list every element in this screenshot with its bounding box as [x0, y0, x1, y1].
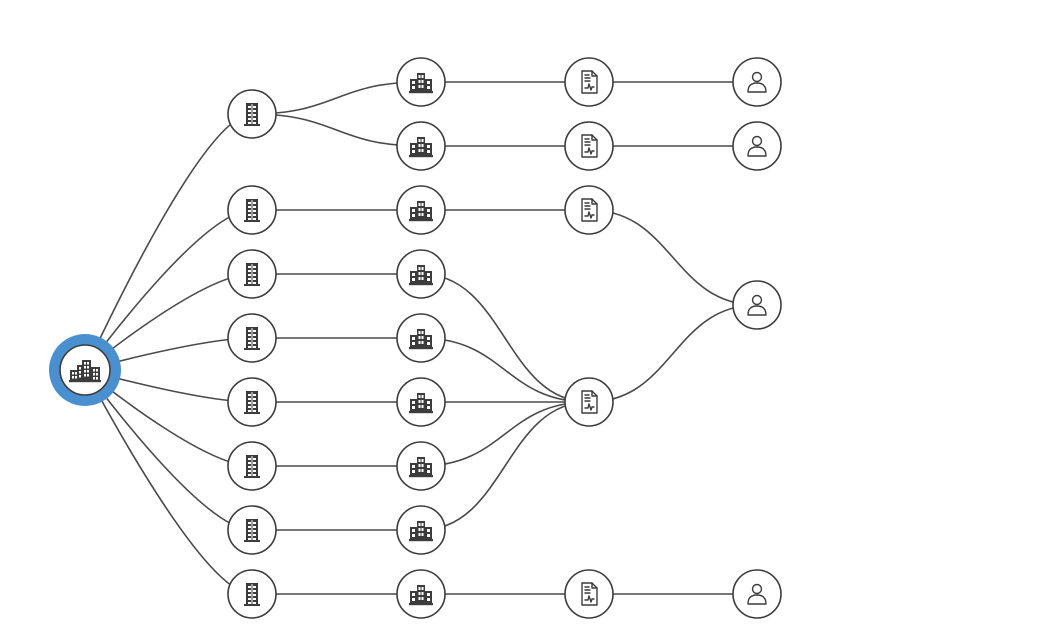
node-f7[interactable] — [396, 441, 446, 491]
node-d5[interactable] — [564, 569, 614, 619]
node-f3[interactable] — [396, 185, 446, 235]
facility-building-icon — [409, 457, 433, 478]
facility-building-icon — [409, 585, 433, 606]
office-building-icon — [244, 455, 260, 478]
edge-d3-p3 — [588, 209, 758, 306]
edge-b1-f1 — [251, 81, 422, 115]
nodes-layer — [49, 57, 782, 619]
node-b1[interactable] — [227, 89, 277, 139]
facility-building-icon — [409, 73, 433, 94]
office-building-icon — [244, 583, 260, 606]
edge-f8-d4 — [420, 401, 590, 531]
facility-building-icon — [409, 265, 433, 286]
node-f2[interactable] — [396, 121, 446, 171]
document-icon — [581, 198, 598, 222]
node-b3[interactable] — [227, 249, 277, 299]
node-f6[interactable] — [396, 377, 446, 427]
node-p4[interactable] — [732, 569, 782, 619]
edge-f4-d4 — [420, 273, 590, 403]
document-icon — [581, 134, 598, 158]
node-p3[interactable] — [732, 280, 782, 330]
node-d1[interactable] — [564, 57, 614, 107]
node-f5[interactable] — [396, 313, 446, 363]
node-f1[interactable] — [396, 57, 446, 107]
node-f4[interactable] — [396, 249, 446, 299]
node-b2[interactable] — [227, 185, 277, 235]
office-building-icon — [244, 519, 260, 542]
node-circle — [564, 569, 614, 619]
office-building-icon — [244, 391, 260, 414]
edge-b1-f2 — [251, 113, 422, 147]
office-building-icon — [244, 199, 260, 222]
document-icon — [581, 390, 598, 414]
facility-building-icon — [409, 393, 433, 414]
person-icon — [747, 135, 767, 157]
node-circle — [564, 377, 614, 427]
node-root[interactable] — [49, 334, 121, 406]
node-f9[interactable] — [396, 569, 446, 619]
person-icon — [747, 583, 767, 605]
document-icon — [581, 70, 598, 94]
node-p1[interactable] — [732, 57, 782, 107]
node-b4[interactable] — [227, 313, 277, 363]
node-circle — [564, 185, 614, 235]
facility-building-icon — [409, 137, 433, 158]
node-b7[interactable] — [227, 505, 277, 555]
person-icon — [747, 294, 767, 316]
document-icon — [581, 582, 598, 606]
node-d2[interactable] — [564, 121, 614, 171]
node-b8[interactable] — [227, 569, 277, 619]
node-circle — [564, 121, 614, 171]
office-building-icon — [244, 263, 260, 286]
person-icon — [747, 71, 767, 93]
edge-f7-d4 — [420, 401, 590, 467]
company-buildings-icon — [69, 360, 101, 383]
facility-building-icon — [409, 201, 433, 222]
node-d3[interactable] — [564, 185, 614, 235]
office-building-icon — [244, 327, 260, 350]
node-b6[interactable] — [227, 441, 277, 491]
edge-d4-p3 — [588, 304, 758, 403]
facility-building-icon — [409, 329, 433, 350]
node-d4[interactable] — [564, 377, 614, 427]
node-b5[interactable] — [227, 377, 277, 427]
node-f8[interactable] — [396, 505, 446, 555]
edge-f5-d4 — [420, 337, 590, 403]
edge-root-b1 — [84, 113, 253, 371]
facility-building-icon — [409, 521, 433, 542]
node-p2[interactable] — [732, 121, 782, 171]
office-building-icon — [244, 103, 260, 126]
node-circle — [564, 57, 614, 107]
